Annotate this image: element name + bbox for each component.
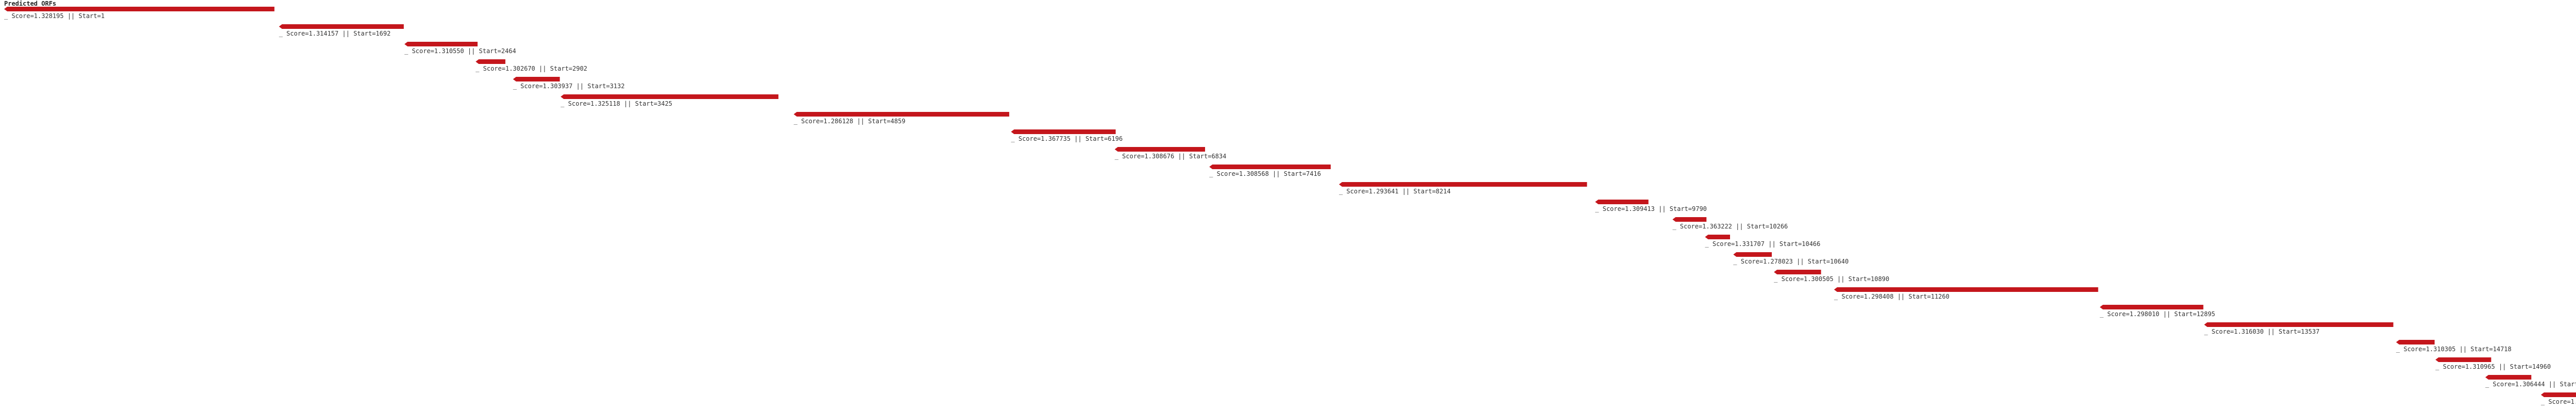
orf-bar[interactable] [2396, 340, 2435, 345]
orf-feature[interactable]: _ Score=1.310965 || Start=14960 [2435, 357, 2551, 370]
orf-feature[interactable]: _ Score=1.325118 || Start=3425 [561, 94, 778, 107]
orf-feature-group: _ Score=1.328195 || Start=1 _ Score=1.314… [4, 7, 2576, 405]
orf-label: _ Score=1.298010 || Start=12895 [2100, 310, 2215, 318]
orf-bar[interactable] [4, 7, 275, 11]
orf-label: _ Score=1.308676 || Start=6834 [1115, 153, 1227, 160]
orf-feature[interactable]: _ Score=1.293641 || Start=8214 [1338, 182, 1587, 195]
orf-bar[interactable] [1595, 200, 1649, 204]
orf-feature[interactable]: _ Score=1.309413 || Start=9790 [1595, 200, 1707, 212]
orf-feature[interactable]: _ Score=1.306444 || Start=15267 [2485, 375, 2576, 388]
orf-bar[interactable] [1338, 182, 1587, 187]
orf-label: _ Score=1.310550 || Start=2464 [404, 47, 516, 55]
orf-label: _ Score=1.315575 || Start=15609 [2541, 398, 2576, 405]
orf-bar[interactable] [279, 24, 404, 29]
orf-label: _ Score=1.308568 || Start=7416 [1209, 170, 1321, 177]
orf-bar[interactable] [2435, 357, 2492, 362]
orf-bar[interactable] [513, 77, 560, 81]
orf-bar[interactable] [1705, 235, 1730, 239]
orf-label: _ Score=1.306444 || Start=15267 [2485, 381, 2576, 388]
orf-label: _ Score=1.298408 || Start=11260 [1834, 293, 1950, 300]
orf-label: _ Score=1.293641 || Start=8214 [1339, 188, 1451, 195]
orf-bar[interactable] [2099, 305, 2204, 309]
orf-feature[interactable]: _ Score=1.310305 || Start=14718 [2396, 340, 2512, 353]
orf-label: _ Score=1.325118 || Start=3425 [561, 100, 672, 107]
orf-bar[interactable] [1011, 129, 1116, 134]
orf-bar[interactable] [2204, 322, 2394, 327]
track-title: Predicted ORFs [4, 0, 56, 7]
orf-feature[interactable]: _ Score=1.302670 || Start=2902 [476, 59, 587, 72]
orf-feature[interactable]: _ Score=1.367735 || Start=6196 [1011, 129, 1123, 142]
orf-feature[interactable]: _ Score=1.314157 || Start=1692 [279, 24, 404, 37]
orf-label: _ Score=1.328195 || Start=1 [4, 12, 105, 20]
orf-feature[interactable]: _ Score=1.300505 || Start=10890 [1774, 270, 1889, 283]
orf-feature[interactable]: _ Score=1.315575 || Start=15609 [2541, 392, 2576, 405]
orf-bar[interactable] [1834, 287, 2098, 292]
orf-label: _ Score=1.303937 || Start=3132 [513, 83, 625, 90]
orf-label: _ Score=1.331707 || Start=10466 [1705, 240, 1820, 248]
orf-label: _ Score=1.286128 || Start=4859 [794, 118, 906, 125]
orf-label: _ Score=1.314157 || Start=1692 [279, 30, 391, 37]
orf-label: _ Score=1.310305 || Start=14718 [2396, 346, 2512, 353]
orf-feature[interactable]: _ Score=1.298010 || Start=12895 [2099, 305, 2215, 318]
orf-label: _ Score=1.278023 || Start=10640 [1733, 258, 1849, 265]
orf-feature[interactable]: _ Score=1.310550 || Start=2464 [404, 42, 516, 55]
orf-bar[interactable] [1209, 165, 1331, 169]
orf-label: _ Score=1.300505 || Start=10890 [1774, 275, 1889, 283]
orf-feature[interactable]: _ Score=1.316030 || Start=13537 [2204, 322, 2394, 335]
orf-bar[interactable] [1733, 252, 1772, 257]
orf-feature[interactable]: _ Score=1.308676 || Start=6834 [1114, 147, 1227, 160]
orf-bar[interactable] [561, 94, 778, 99]
orf-feature[interactable]: _ Score=1.328195 || Start=1 [4, 7, 275, 20]
orf-label: _ Score=1.363222 || Start=10266 [1672, 223, 1788, 230]
orf-label: _ Score=1.309413 || Start=9790 [1595, 205, 1707, 212]
orf-label: _ Score=1.310965 || Start=14960 [2435, 363, 2551, 370]
orf-bar[interactable] [1774, 270, 1821, 274]
orf-bar[interactable] [476, 59, 505, 64]
orf-feature[interactable]: _ Score=1.278023 || Start=10640 [1733, 252, 1849, 265]
orf-bar[interactable] [2485, 375, 2532, 380]
orf-bar[interactable] [2540, 392, 2576, 397]
orf-label: _ Score=1.316030 || Start=13537 [2204, 328, 2319, 335]
orf-feature[interactable]: _ Score=1.303937 || Start=3132 [513, 77, 625, 90]
orf-feature[interactable]: _ Score=1.298408 || Start=11260 [1834, 287, 2098, 300]
orf-bar[interactable] [1672, 217, 1707, 222]
orf-bar[interactable] [1114, 147, 1206, 152]
orf-bar[interactable] [793, 112, 1009, 117]
orf-feature[interactable]: _ Score=1.363222 || Start=10266 [1672, 217, 1788, 230]
orf-feature[interactable]: _ Score=1.286128 || Start=4859 [793, 112, 1009, 125]
orf-feature[interactable]: _ Score=1.331707 || Start=10466 [1705, 235, 1820, 248]
orf-label: _ Score=1.367735 || Start=6196 [1011, 135, 1123, 142]
orf-bar[interactable] [404, 42, 478, 46]
orf-feature[interactable]: _ Score=1.308568 || Start=7416 [1209, 165, 1331, 177]
orf-label: _ Score=1.302670 || Start=2902 [476, 65, 587, 72]
